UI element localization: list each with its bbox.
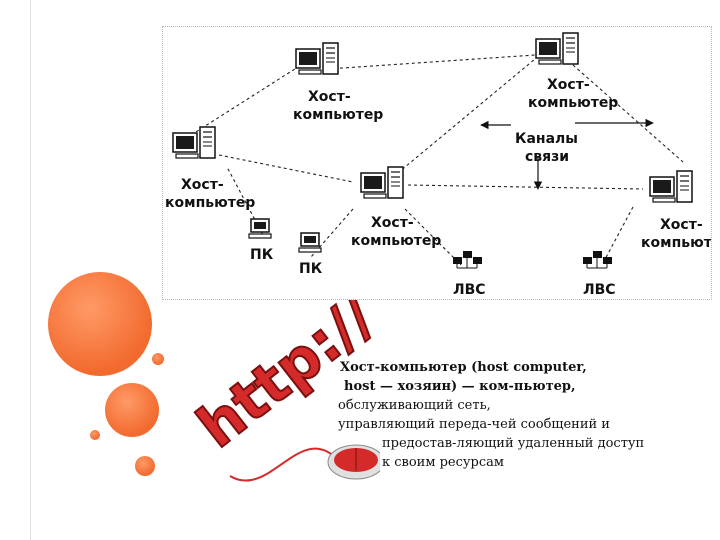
host-label-left-line2: компьютер (165, 195, 255, 211)
host-label-top-left-line2: компьютер (293, 107, 383, 123)
channels-label-line2: связи (525, 149, 569, 165)
host-label-center-line2: компьютер (351, 233, 441, 249)
definition-line-2: host — хозяин) — ком-пьютер, (344, 379, 576, 394)
host-computer-top-left-icon (295, 42, 339, 75)
mouse-cable (229, 447, 339, 482)
left-divider-line (30, 0, 31, 540)
http-mouse-svg: http:// (184, 280, 389, 482)
host-label-center-line1: Хост- (371, 215, 414, 231)
definition-line-4: управляющий переда-чей сообщений и (338, 417, 610, 432)
host-label-right-line2: компьютер (641, 235, 711, 251)
pc-center-icon (298, 232, 322, 253)
host-computer-center-icon (360, 166, 404, 199)
host-label-top-left-line1: Хост- (308, 89, 351, 105)
host-computer-left-icon (172, 126, 216, 159)
pc-label-left: ПК (250, 247, 274, 263)
decorative-circle-tiny-1 (90, 430, 100, 440)
host-label-left-line1: Хост- (181, 177, 224, 193)
mouse-icon (327, 444, 385, 480)
http-mouse-illustration: http:// (160, 280, 389, 500)
host-computer-top-right-icon (535, 32, 579, 65)
pc-label-center: ПК (299, 261, 323, 277)
decorative-circle-large (48, 272, 152, 376)
definition-line-5: предостав-ляющий удаленный доступ (382, 436, 645, 451)
definition-line-6: к своим ресурсам (382, 455, 505, 470)
host-label-top-right-line1: Хост- (547, 77, 590, 93)
host-computer-definition: Хост-компьютер (host computer, host — хо… (338, 358, 698, 472)
network-diagram: Хост- компьютер Хост- компьютер Каналы с… (162, 26, 720, 300)
decorative-circle-medium (105, 383, 159, 437)
pc-left-icon (248, 218, 272, 239)
channels-arrows (480, 118, 654, 190)
lan-label-right: ЛВС (583, 282, 616, 298)
lan-left-icon (452, 250, 483, 269)
decorative-circle-small (135, 456, 155, 476)
network-diagram-svg: Хост- компьютер Хост- компьютер Каналы с… (165, 32, 720, 298)
definition-line-1: Хост-компьютер (host computer, (340, 360, 587, 375)
host-label-top-right-line2: компьютер (528, 95, 618, 111)
channels-label-line1: Каналы (515, 131, 578, 147)
lan-label-left: ЛВС (453, 282, 486, 298)
host-computer-right-icon (649, 170, 693, 203)
host-label-right-line1: Хост- (660, 217, 703, 233)
definition-line-3: обслуживающий сеть, (338, 398, 491, 413)
lan-right-icon (582, 250, 613, 269)
decorative-circle-tiny-2 (152, 353, 164, 365)
